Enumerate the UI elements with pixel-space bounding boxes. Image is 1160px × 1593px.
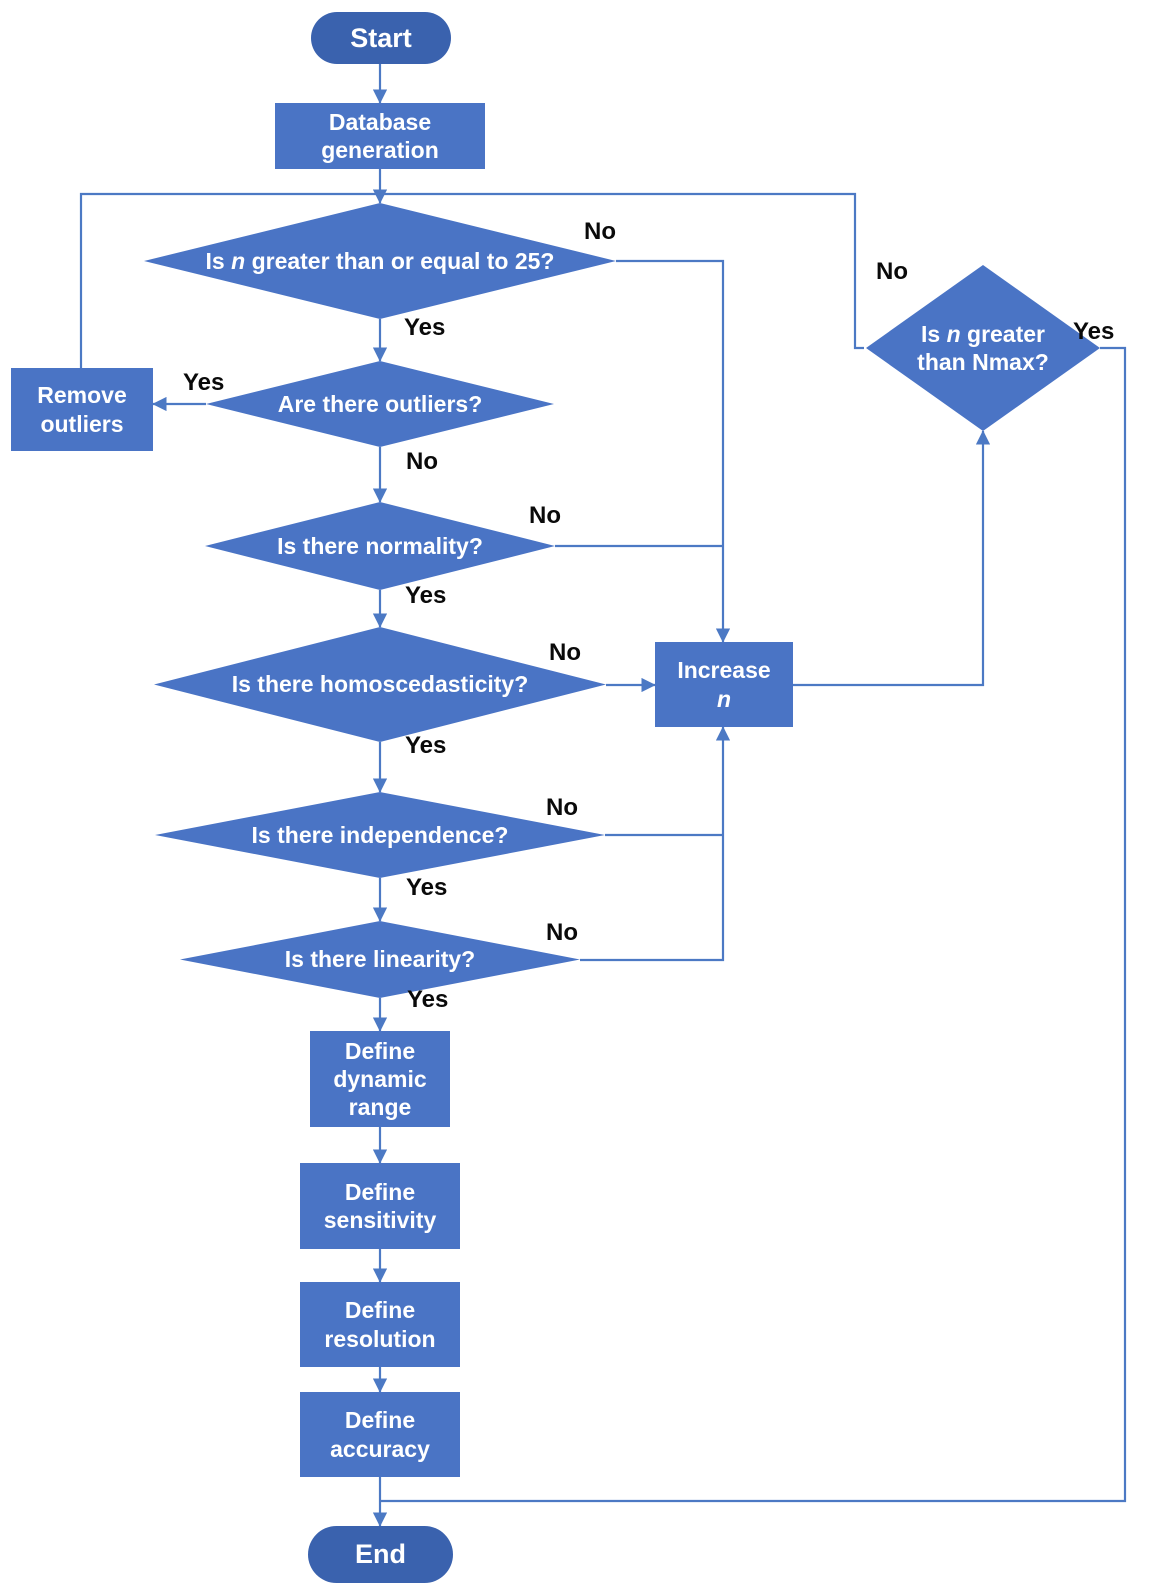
define-dynamic-range-node: Define dynamic range (310, 1031, 450, 1127)
edge-n25-no-to-increase (616, 259, 731, 643)
label-nmax-no: No (876, 258, 908, 285)
label-homoscedasticity-no: No (549, 639, 581, 666)
define-sensitivity-node: Define sensitivity (300, 1163, 460, 1249)
decision-n-gt-nmax: Is n greater than Nmax? (866, 265, 1100, 431)
start-node: Start (311, 12, 451, 64)
edge-loopback-remove-outliers-and-nmax-no (79, 192, 864, 368)
label-outliers-no: No (406, 448, 438, 475)
label-independence-yes: Yes (406, 874, 448, 901)
decision-independence: Is there independence? (155, 792, 605, 878)
edge-linearity-no-to-increase (580, 726, 731, 962)
decision-n-ge-25: Is n greater than or equal to 25? (144, 203, 616, 319)
label-normality-yes: Yes (405, 582, 447, 609)
end-node: End (308, 1526, 453, 1583)
label-n25-yes: Yes (404, 314, 446, 341)
increase-n-node: Increase n (655, 642, 793, 727)
label-nmax-yes: Yes (1073, 318, 1115, 345)
decision-normality: Is there normality? (205, 502, 555, 590)
decision-homoscedasticity: Is there homoscedasticity? (154, 627, 606, 742)
label-linearity-yes: Yes (407, 986, 449, 1013)
label-independence-no: No (546, 794, 578, 821)
edge-nmax-yes-to-end (381, 346, 1127, 1503)
label-linearity-no: No (546, 919, 578, 946)
label-outliers-yes: Yes (183, 369, 225, 396)
define-accuracy-node: Define accuracy (300, 1392, 460, 1477)
decision-outliers: Are there outliers? (206, 361, 554, 447)
label-normality-no: No (529, 502, 561, 529)
define-resolution-node: Define resolution (300, 1282, 460, 1367)
edge-increase-to-nmax (793, 430, 991, 687)
label-n25-no: No (584, 218, 616, 245)
label-homoscedasticity-yes: Yes (405, 732, 447, 759)
decision-linearity: Is there linearity? (180, 921, 580, 998)
database-generation-node: Database generation (275, 103, 485, 169)
remove-outliers-node: Remove outliers (11, 368, 153, 451)
